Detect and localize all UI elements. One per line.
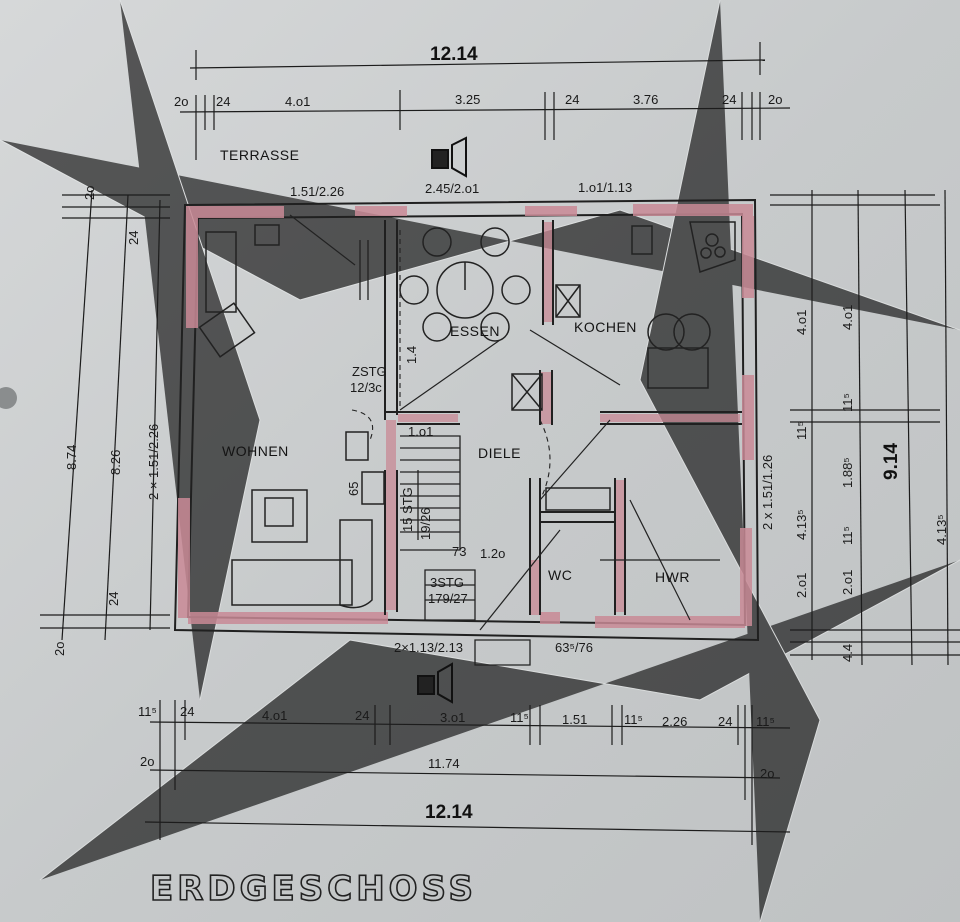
right-secondary-2: 4.o1	[794, 310, 809, 335]
stair-ratio-zstg: 12/3c	[350, 380, 382, 395]
right-seg-5: 4.4	[840, 644, 855, 662]
right-opening-dim: 2 x 1.51/1.26	[760, 455, 775, 530]
bottom-seg-8: 2.26	[662, 714, 687, 729]
left-opening-dim: 2 × 1.51/2.26	[146, 424, 161, 500]
section-symbol-bottom	[417, 662, 453, 704]
stair-label-zstg: ZSTG	[352, 364, 387, 379]
interior-dim-4: 1.2o	[480, 546, 505, 561]
stair-label-15stg: 15 STG	[400, 487, 415, 532]
stairs	[359, 240, 531, 666]
bottom-side-right: 2o	[760, 766, 774, 781]
room-label-essen: ESSEN	[450, 323, 500, 339]
room-label-diele: DIELE	[478, 445, 521, 461]
interior-wall-fills	[386, 222, 740, 615]
top-dim-seg-0: 2o	[174, 94, 188, 109]
bottom-seg-10: 11⁵	[756, 714, 775, 729]
interior-walls	[384, 220, 742, 615]
drawing-title: ERDGESCHOSS	[150, 869, 477, 909]
right-secondary-4: 2.o1	[794, 573, 809, 598]
bottom-seg-3: 24	[355, 708, 369, 723]
top-dimension-lines	[179, 42, 791, 160]
right-dimension-lines	[770, 189, 960, 666]
bottom-opening-entry: 2×1.13/2.13	[394, 640, 463, 655]
right-overall-dim: 9.14	[881, 443, 902, 480]
door-lines	[289, 214, 720, 631]
opening-dim-essen: 2.45/2.o1	[425, 181, 479, 196]
stair-ratio-3stg: 179/27	[428, 591, 468, 606]
bottom-seg-5: 11⁵	[510, 710, 529, 725]
interior-dim-3: 65	[346, 482, 361, 496]
opening-dim-terrace: 1.51/2.26	[290, 184, 344, 199]
top-dim-seg-7: 2o	[768, 92, 782, 107]
right-seg-4: 2.o1	[840, 570, 855, 595]
bottom-seg-2: 4.o1	[262, 708, 287, 723]
left-inner-dim: 8.26	[108, 450, 123, 475]
top-dim-seg-1: 24	[216, 94, 230, 109]
bottom-seg-6: 1.51	[562, 712, 587, 727]
interior-dim-2: 1.o1	[408, 424, 433, 439]
bottom-seg-7: 11⁵	[624, 712, 643, 727]
bottom-seg-0: 11⁵	[138, 704, 157, 719]
right-seg-1: 11⁵	[840, 393, 855, 412]
left-dimension-lines	[40, 189, 170, 641]
kitchen-furniture	[511, 221, 736, 511]
bottom-side-left: 2o	[140, 754, 154, 769]
left-seg-2: 2o	[52, 642, 67, 656]
door-swings	[351, 230, 551, 501]
bottom-seg-4: 3.o1	[440, 710, 465, 725]
bottom-inner-dim: 11.74	[428, 756, 460, 771]
room-label-hwr: HWR	[655, 569, 690, 585]
bottom-seg-1: 24	[180, 704, 194, 719]
left-seg-1: 24	[126, 231, 141, 245]
room-label-wc: WC	[548, 567, 572, 583]
right-seg-2: 1.88⁵	[840, 457, 855, 488]
top-dim-seg-6: 24	[722, 92, 736, 107]
terrace-label: TERRASSE	[220, 147, 299, 163]
interior-dim-1: 1.4	[404, 346, 419, 364]
stair-label-3stg: 3STG	[430, 575, 464, 590]
top-dim-seg-4: 24	[565, 92, 579, 107]
room-label-wohnen: WOHNEN	[222, 443, 289, 459]
top-dim-seg-2: 4.o1	[285, 94, 310, 109]
right-secondary-0: 4.13⁵	[794, 509, 809, 540]
living-furniture	[198, 224, 385, 609]
right-seg-0: 4.o1	[840, 305, 855, 330]
left-seg-3: 24	[106, 592, 121, 606]
bottom-opening-wc: 63⁵/76	[555, 640, 593, 655]
top-dim-seg-3: 3.25	[455, 92, 480, 107]
exterior-walls	[173, 198, 760, 642]
room-label-kochen: KOCHEN	[574, 319, 637, 335]
opening-dim-kochen: 1.o1/1.13	[578, 180, 632, 195]
top-dim-seg-5: 3.76	[633, 92, 658, 107]
bottom-dimension-lines	[144, 700, 791, 845]
right-secondary-3: 11⁵	[794, 421, 809, 440]
section-symbol-top	[431, 136, 467, 178]
bottom-seg-9: 24	[718, 714, 732, 729]
interior-dim-5: 73	[452, 544, 466, 559]
stair-ratio-15stg: 19/26	[418, 507, 433, 540]
punch-hole	[0, 387, 17, 409]
bottom-overall-dim: 12.14	[425, 802, 473, 823]
left-seg-0: 2o	[82, 186, 97, 200]
top-overall-dim: 12.14	[430, 44, 478, 65]
dining-table	[399, 227, 531, 342]
right-seg-3: 11⁵	[840, 526, 855, 545]
left-outer-dim: 8.74	[64, 445, 79, 470]
right-secondary-1: 4.13⁵	[934, 514, 949, 545]
